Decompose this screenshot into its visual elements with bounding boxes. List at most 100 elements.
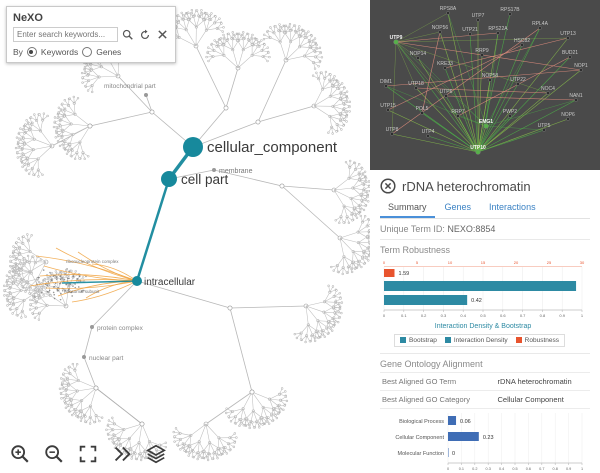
gene-node[interactable] — [443, 66, 447, 70]
gene-node[interactable] — [416, 56, 420, 60]
gene-node[interactable] — [538, 26, 542, 30]
search-input[interactable] — [13, 27, 118, 42]
gene-node-label[interactable]: UTP15 — [380, 103, 396, 109]
gene-node[interactable] — [468, 32, 472, 36]
gene-node-label[interactable]: UTP18 — [408, 81, 424, 87]
gene-node[interactable] — [480, 53, 484, 57]
gene-node-label[interactable]: RRP7 — [451, 109, 465, 115]
ontology-node[interactable] — [183, 137, 203, 157]
gene-node-label[interactable]: NOC4 — [541, 86, 555, 92]
ontology-node-label[interactable]: membrane — [219, 168, 253, 175]
zoom-out-icon[interactable] — [42, 442, 66, 466]
gene-node[interactable] — [542, 128, 546, 132]
ontology-node[interactable] — [161, 171, 177, 187]
gene-node-label[interactable]: RPS8A — [440, 6, 457, 12]
reset-icon[interactable] — [138, 28, 152, 42]
gene-node-label[interactable]: UTP10 — [470, 145, 486, 151]
tab-genes[interactable]: Genes — [444, 202, 472, 212]
ontology-node-label[interactable]: ribosomal subunit — [64, 289, 100, 294]
gene-node[interactable] — [386, 108, 390, 112]
gene-node-label[interactable]: NOP56 — [432, 25, 449, 31]
gene-node[interactable] — [444, 94, 448, 98]
gene-node[interactable] — [516, 82, 520, 86]
gene-node[interactable] — [579, 68, 583, 72]
radio-genes[interactable] — [82, 47, 93, 57]
gene-node-label[interactable]: NAN1 — [569, 93, 583, 99]
gene-node[interactable] — [496, 31, 500, 35]
gene-node[interactable] — [438, 30, 442, 34]
tab-interactions[interactable]: Interactions — [489, 202, 536, 212]
gene-node-label[interactable]: UTP6 — [440, 89, 453, 95]
gene-node-label[interactable]: RPS17B — [500, 7, 520, 13]
robustness-bar — [384, 295, 468, 305]
gene-node-label[interactable]: UTP7 — [472, 13, 485, 19]
gene-node[interactable] — [483, 123, 489, 129]
gene-node-label[interactable]: POL5 — [416, 106, 429, 112]
layers-icon[interactable] — [144, 442, 168, 466]
gene-node[interactable] — [446, 11, 450, 15]
gene-node[interactable] — [566, 117, 570, 121]
gene-node-label[interactable]: UTP8 — [386, 127, 399, 133]
ontology-node-label[interactable]: intracellular — [144, 277, 196, 288]
ontology-node[interactable] — [212, 168, 216, 172]
gene-node[interactable] — [508, 114, 512, 118]
gene-node-label[interactable]: UTP9 — [390, 35, 403, 41]
gene-node[interactable] — [384, 84, 388, 88]
gene-node-label[interactable]: UTP21 — [462, 27, 478, 33]
gene-node[interactable] — [420, 111, 424, 115]
ontology-node-label[interactable]: cell part — [181, 172, 229, 187]
gene-node[interactable] — [414, 86, 418, 90]
gene-node-label[interactable]: UTP13 — [560, 31, 576, 37]
gene-node-label[interactable]: NOP58 — [482, 73, 499, 79]
svg-text:0.23: 0.23 — [483, 435, 494, 441]
gene-node-label[interactable]: RPS22A — [488, 26, 508, 32]
gene-node[interactable] — [568, 55, 572, 59]
robustness-bar — [384, 269, 395, 277]
gene-node[interactable] — [488, 78, 492, 82]
ontology-node-label[interactable]: cellular_component — [207, 139, 338, 156]
gene-node-label[interactable]: HSC82 — [514, 38, 530, 44]
gene-node-label[interactable]: DIM1 — [380, 79, 392, 85]
ontology-node-label[interactable]: mitochondrial part — [104, 83, 156, 90]
gene-node[interactable] — [426, 134, 430, 138]
ontology-node[interactable] — [144, 93, 148, 97]
zoom-in-icon[interactable] — [8, 442, 32, 466]
close-icon[interactable] — [380, 178, 396, 194]
gene-node-label[interactable]: EMG1 — [479, 119, 493, 125]
gene-node[interactable] — [508, 12, 512, 16]
ontology-node[interactable] — [82, 355, 86, 359]
search-icon[interactable] — [121, 28, 135, 42]
radio-keywords[interactable] — [26, 47, 37, 57]
ontology-node-label[interactable]: ribonucleoprotein complex — [66, 259, 119, 264]
gene-node[interactable] — [475, 149, 481, 155]
gene-node-label[interactable]: BUD21 — [562, 50, 578, 56]
gene-node-label[interactable]: RRP9 — [475, 48, 489, 54]
gene-node-label[interactable]: PWP2 — [503, 109, 517, 115]
gene-node-label[interactable]: UTP4 — [422, 129, 435, 135]
gene-node-label[interactable]: RPL4A — [532, 21, 549, 27]
gene-node[interactable] — [566, 36, 570, 40]
clear-icon[interactable] — [155, 28, 169, 42]
tab-summary[interactable]: Summary — [380, 199, 435, 218]
expand-levels-icon[interactable] — [110, 442, 134, 466]
ontology-node[interactable] — [132, 276, 142, 286]
gene-node-label[interactable]: NOP1 — [574, 63, 588, 69]
gene-node[interactable] — [574, 98, 578, 102]
ontology-node-label[interactable]: nuclear part — [89, 355, 124, 362]
gene-node[interactable] — [476, 18, 480, 22]
gene-node-label[interactable]: NOP14 — [410, 51, 427, 57]
gene-node[interactable] — [390, 132, 394, 136]
gene-node[interactable] — [456, 114, 460, 118]
gene-node[interactable] — [520, 43, 524, 47]
gene-node[interactable] — [546, 91, 550, 95]
gene-node[interactable] — [393, 39, 399, 45]
gene-node-label[interactable]: KRE33 — [437, 61, 453, 67]
gene-node-label[interactable]: UTP5 — [538, 123, 551, 129]
fit-to-screen-icon[interactable] — [76, 442, 100, 466]
gene-node-label[interactable]: NOP6 — [561, 112, 575, 118]
gene-node-label[interactable]: UTP22 — [510, 77, 526, 83]
ontology-node-label[interactable]: protein complex — [97, 325, 144, 332]
ontology-node[interactable] — [90, 325, 94, 329]
